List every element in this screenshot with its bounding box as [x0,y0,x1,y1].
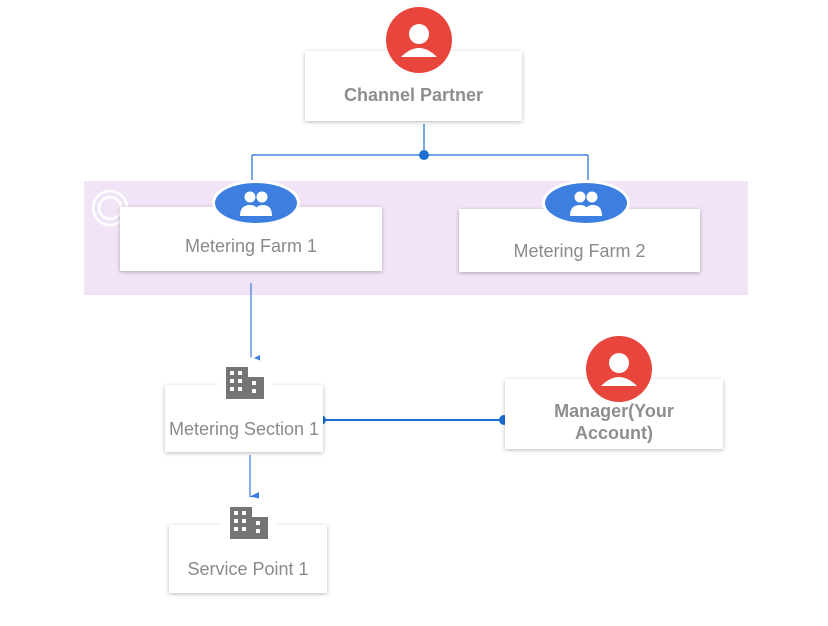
node-label: Service Point 1 [187,559,309,579]
node-label: Metering Farm 2 [513,240,646,261]
building-icon [221,497,277,543]
node-label: Metering Section 1 [168,418,320,439]
node-label: Channel Partner [343,85,484,105]
person-icon [586,336,652,402]
node-label-line2: Account) [575,423,653,443]
edge-partner-to-farms [251,124,589,180]
edge-section-to-manager [316,415,509,425]
group-icon [212,180,300,226]
node-label: Metering Farm 1 [184,236,318,256]
node-label-line1: Manager(Your [554,401,674,421]
person-icon [386,7,452,73]
building-icon [217,357,273,403]
group-icon [542,180,630,226]
